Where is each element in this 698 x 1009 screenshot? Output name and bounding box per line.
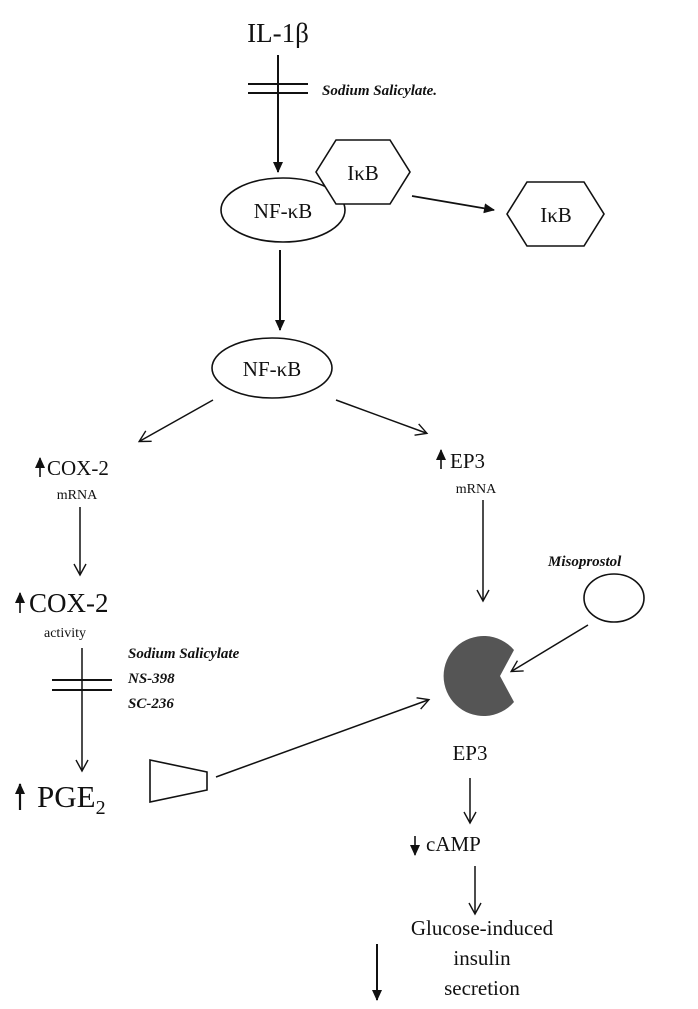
cox2-mrna-label: COX-2	[47, 456, 109, 480]
ep3-receptor-label: EP3	[452, 741, 487, 765]
ep3-mrna-label: EP3	[450, 449, 485, 473]
ep3-mrna-sublabel: mRNA	[456, 482, 497, 497]
inhibitor-ns-398: NS-398	[127, 671, 175, 687]
ikb-released-label: IκB	[540, 203, 572, 227]
cox2-activity-label: COX-2	[29, 588, 109, 618]
nfkb-nucleus-label: NF-κB	[243, 357, 301, 381]
insulin-label-line2: insulin	[453, 946, 511, 970]
misoprostol-label: Misoprostol	[547, 554, 622, 570]
pge2-label: PGE2	[37, 779, 106, 819]
inhibitor-sodium-salicylate-top: Sodium Salicylate.	[322, 83, 437, 99]
nfkb-nucleus-ellipse	[211, 337, 333, 399]
inhibitor-sc-236: SC-236	[128, 696, 174, 712]
ikb-bound-label: IκB	[347, 161, 379, 185]
insulin-label-line1: Glucose-induced	[411, 916, 554, 940]
insulin-label-line3: secretion	[444, 976, 520, 1000]
cox2-activity-sublabel: activity	[44, 626, 86, 641]
nfkb-cytoplasm-ellipse	[220, 177, 346, 243]
ep3-receptor-shape	[443, 636, 514, 717]
arrow-pge2-to-ep3	[215, 697, 431, 778]
nfkb-cytoplasm-label: NF-κB	[254, 199, 312, 223]
camp-label: cAMP	[426, 832, 481, 856]
ikb-bound-hexagon	[315, 139, 411, 205]
arrow-nfkb-to-ep3-mrna	[335, 399, 429, 436]
pge2-ligand-shape	[149, 759, 208, 803]
cox2-mrna-sublabel: mRNA	[57, 488, 98, 503]
arrow-misoprostol-to-ep3	[509, 624, 589, 673]
inhibitor-sodium-salicylate-cox2: Sodium Salicylate	[128, 646, 240, 662]
pge2-text: PGE	[37, 779, 96, 814]
pge2-subscript: 2	[96, 797, 106, 819]
ikb-released-hexagon	[506, 181, 605, 247]
arrow-nfkb-to-cox2-mrna	[137, 399, 214, 443]
misoprostol-ligand-circle	[583, 573, 645, 623]
il1b-label: IL-1β	[247, 18, 309, 48]
arrow-ikb-release	[411, 195, 495, 214]
